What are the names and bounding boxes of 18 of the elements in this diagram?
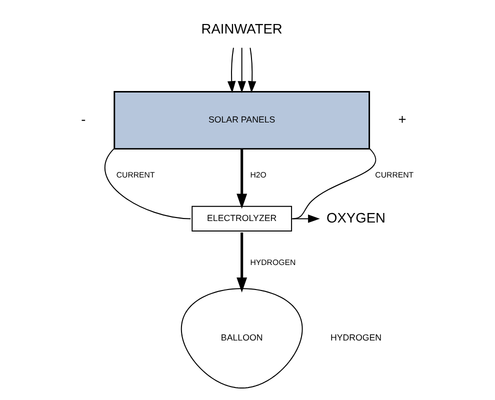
node-text: OXYGEN xyxy=(326,210,386,226)
arrow xyxy=(236,148,248,209)
arrow xyxy=(236,232,248,292)
arrow xyxy=(291,214,320,223)
node-box: SOLAR PANELS xyxy=(114,91,370,150)
node-text: RAINWATER xyxy=(201,21,282,36)
edge-label: HYDROGEN xyxy=(250,258,296,267)
label: - xyxy=(81,112,86,127)
arrow xyxy=(238,47,246,93)
edge-label: H2O xyxy=(250,170,266,180)
connector xyxy=(104,148,192,220)
label: HYDROGEN xyxy=(330,332,382,342)
label: + xyxy=(398,112,406,127)
edge-label: CURRENT xyxy=(116,170,155,180)
edge-label: CURRENT xyxy=(375,170,414,180)
arrow xyxy=(227,47,236,93)
arrow xyxy=(248,47,256,93)
node-box: ELECTROLYZER xyxy=(192,206,292,232)
